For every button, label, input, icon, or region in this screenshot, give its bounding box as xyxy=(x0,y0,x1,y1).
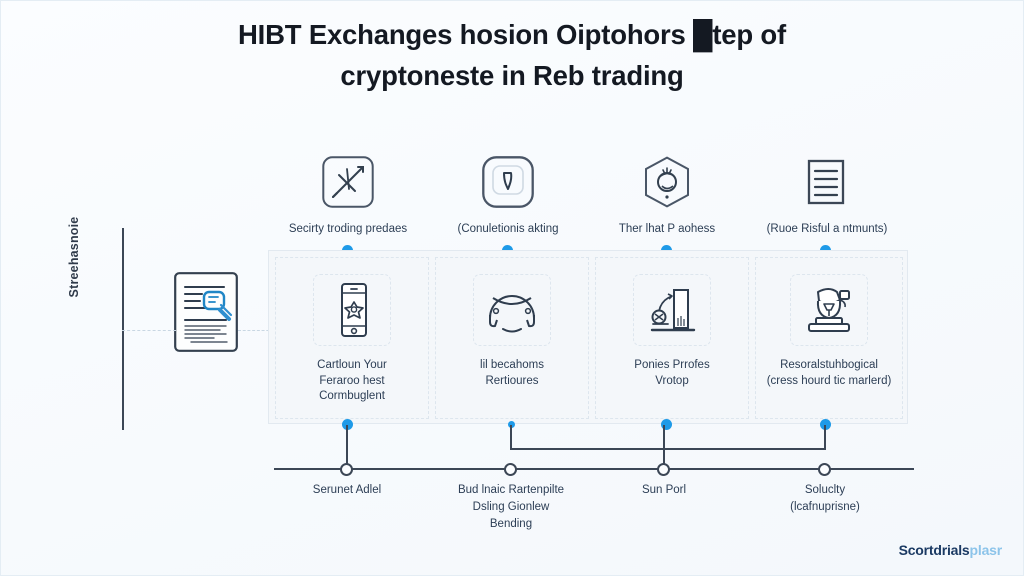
bottom-label-3: Soluclty(lcafnuprisne) xyxy=(790,484,860,513)
hexagon-shield-icon xyxy=(641,156,693,208)
left-axis-label: Streehasnoie xyxy=(67,216,81,298)
monitor-stand-icon xyxy=(633,274,711,346)
headphones-icon xyxy=(473,274,551,346)
milestone-ring-1[interactable] xyxy=(504,463,517,476)
page-title-line-2: cryptoneste in Reb trading xyxy=(340,60,684,91)
drop-line-2 xyxy=(663,425,665,469)
bottom-label-0: Serunet Adlel xyxy=(312,484,382,496)
trophy-base-icon xyxy=(790,274,868,346)
milestone-ring-3[interactable] xyxy=(818,463,831,476)
left-axis-rule xyxy=(122,228,124,430)
rounded-square-icon xyxy=(482,156,534,208)
top-label-1: (Conuletionis akting xyxy=(457,223,559,235)
page-title: HIBT Exchanges hosion Oiptohors █tep of … xyxy=(120,14,904,96)
chart-arrow-icon xyxy=(322,156,374,208)
doc-feeder-line-left xyxy=(122,330,176,331)
top-label-2: Ther lhat P aohess xyxy=(618,223,716,235)
milestone-ring-0[interactable] xyxy=(340,463,353,476)
watermark-logo: Scortdrialsplasr xyxy=(898,542,1003,558)
doc-feeder-line-right xyxy=(238,330,274,331)
drop-line-0 xyxy=(346,425,348,469)
bottom-rail xyxy=(274,468,914,470)
drop-line-1 xyxy=(510,425,512,450)
document-with-magnifier-icon xyxy=(174,272,238,352)
bottom-label-2: Sun Porl xyxy=(641,484,687,496)
card-label-3: Resoralstuhbogical(cress hourd tic marle… xyxy=(766,359,892,387)
document-lines-icon xyxy=(800,156,852,208)
top-label-3: (Ruoe Risful a ntmunts) xyxy=(766,223,888,235)
page-title-line-1: HIBT Exchanges hosion Oiptohors █tep of xyxy=(238,19,786,50)
top-label-0: Secirty troding predaes xyxy=(288,223,408,235)
node-dot-bottom-2 xyxy=(661,419,672,430)
node-dot-bottom-3 xyxy=(820,419,831,430)
node-dot-bottom-1 xyxy=(508,421,515,428)
watermark-secondary: plasr xyxy=(969,542,1003,558)
drop-line-3 xyxy=(824,425,826,450)
mobile-phone-icon xyxy=(313,274,391,346)
watermark-primary: Scortdrials xyxy=(898,542,970,558)
node-dot-bottom-0 xyxy=(342,419,353,430)
milestone-ring-2[interactable] xyxy=(657,463,670,476)
bracket-connector xyxy=(510,448,826,450)
card-3[interactable]: Resoralstuhbogical(cress hourd tic marle… xyxy=(755,257,903,419)
